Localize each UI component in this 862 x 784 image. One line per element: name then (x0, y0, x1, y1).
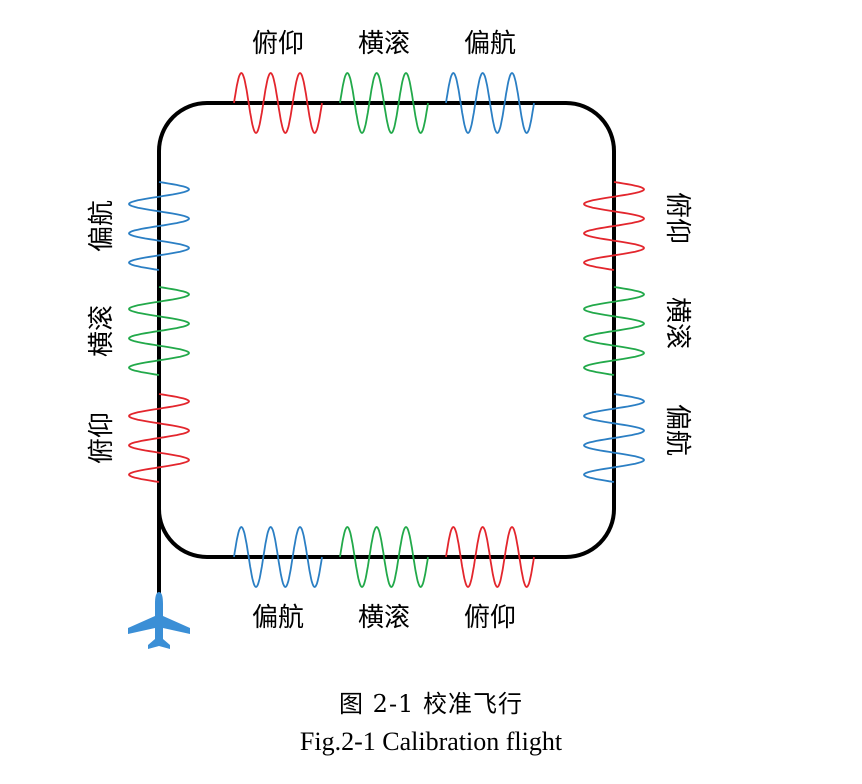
wave-left-2 (127, 286, 191, 376)
label-right-pitch: 俯仰 (662, 192, 692, 244)
figure-caption-english: Fig.2-1 Calibration flight (299, 727, 563, 756)
label-left-roll: 横滚 (87, 305, 117, 357)
wave-bottom-3 (445, 525, 535, 589)
label-bottom-pitch: 俯仰 (464, 603, 516, 633)
wave-bottom-2 (339, 525, 429, 589)
label-right-roll: 横滚 (662, 297, 692, 349)
wave-left-1 (127, 181, 191, 271)
maneuver-waves (127, 71, 646, 589)
wave-top-2 (339, 71, 429, 135)
wave-top-1 (233, 71, 323, 135)
flight-path-loop (157, 101, 616, 559)
wave-right-2 (582, 286, 646, 376)
airplane-icon (128, 592, 190, 649)
wave-top-3 (445, 71, 535, 135)
label-left-pitch: 俯仰 (87, 412, 117, 464)
label-left-yaw: 偏航 (87, 200, 117, 252)
label-top-yaw: 偏航 (464, 29, 516, 59)
label-top-pitch: 俯仰 (252, 29, 304, 59)
label-bottom-yaw: 偏航 (252, 603, 304, 633)
label-top-roll: 横滚 (358, 29, 410, 59)
wave-right-1 (582, 181, 646, 271)
wave-left-3 (127, 393, 191, 483)
label-bottom-roll: 横滚 (358, 603, 410, 633)
label-right-yaw: 偏航 (662, 404, 692, 456)
wave-right-3 (582, 393, 646, 483)
wave-bottom-1 (233, 525, 323, 589)
figure-caption-chinese: 图 2-1 校准飞行 (339, 690, 523, 718)
